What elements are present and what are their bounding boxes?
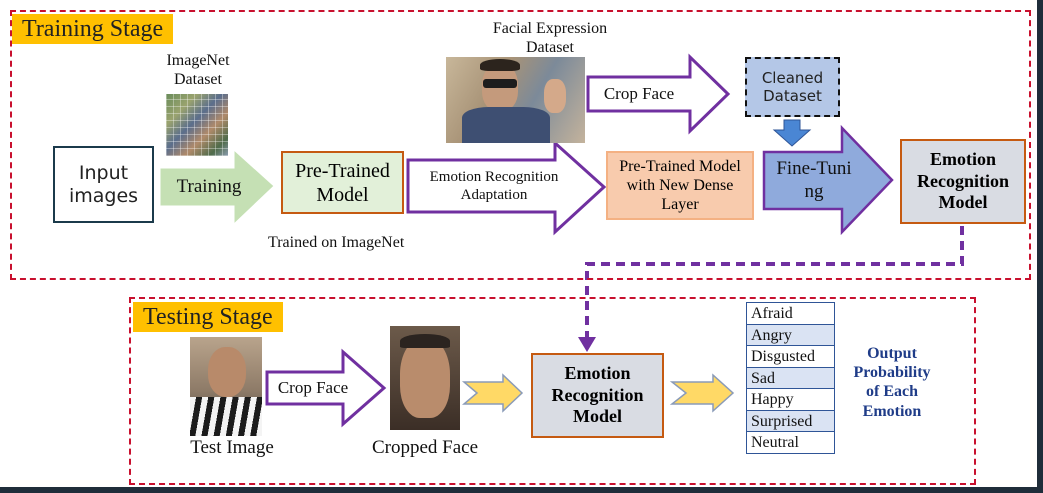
- imagenet-dataset-label: ImageNet Dataset: [166, 52, 230, 89]
- test-image-label: Test Image: [190, 437, 274, 458]
- adaptation-arrow: [406, 139, 607, 236]
- pretrained-model-box: Pre-Trained Model: [281, 151, 404, 214]
- yellow-arrow-2: [669, 373, 735, 413]
- crop-face-training-label: Crop Face: [603, 83, 675, 103]
- test-shirt: [190, 397, 262, 436]
- raised-hand: [544, 79, 566, 113]
- sunglasses: [483, 79, 517, 88]
- crop-face-arrow-testing: [265, 348, 387, 428]
- emotion-model-training-box: Emotion Recognition Model: [900, 139, 1026, 224]
- cleaned-dataset-box: Cleaned Dataset: [745, 57, 840, 117]
- cropped-face-hair: [400, 334, 450, 348]
- emotion-model-testing-label: Emotion Recognition Model: [551, 363, 644, 427]
- emotion-item: Happy: [746, 388, 835, 411]
- cleaned-dataset-label: Cleaned Dataset: [761, 69, 824, 105]
- training-arrow: [159, 148, 275, 226]
- model-transfer-arrowhead: [578, 337, 596, 352]
- testing-stage-frame: [129, 297, 976, 485]
- training-stage-frame: [10, 10, 1031, 280]
- imagenet-thumbnail-grid: [166, 94, 228, 156]
- emotion-model-training-label: Emotion Recognition Model: [917, 149, 1009, 213]
- model-transfer-connector: [585, 226, 964, 338]
- emotion-model-testing-box: Emotion Recognition Model: [531, 353, 664, 438]
- emotion-item: Disgusted: [746, 345, 835, 368]
- fine-tuning-arrow: [762, 124, 894, 236]
- emotion-item: Sad: [746, 366, 835, 389]
- emotion-item: Surprised: [746, 409, 835, 432]
- dense-layer-model-box: Pre-Trained Model with New Dense Layer: [606, 151, 754, 220]
- testing-stage-label: Testing Stage: [133, 302, 283, 332]
- yellow-arrow-1: [461, 373, 524, 413]
- crop-face-arrow-training: [586, 53, 731, 135]
- test-image-photo: [190, 337, 262, 436]
- dense-layer-model-label: Pre-Trained Model with New Dense Layer: [619, 157, 741, 214]
- cleaned-down-arrow: [772, 119, 812, 147]
- emotion-item: Neutral: [746, 431, 835, 454]
- input-images-box: Input images: [53, 146, 154, 223]
- cropped-face-shape: [400, 338, 450, 418]
- emotion-item: Afraid: [746, 302, 835, 325]
- jacket: [462, 107, 550, 143]
- adaptation-arrow-label: Emotion Recognition Adaptation: [429, 169, 559, 203]
- cropped-face-photo: [390, 326, 460, 430]
- crop-face-testing-label: Crop Face: [277, 377, 349, 397]
- emotion-item: Angry: [746, 323, 835, 346]
- test-face: [208, 347, 246, 397]
- training-stage-label: Training Stage: [12, 14, 174, 44]
- fine-tuning-label: Fine-Tuning: [776, 157, 852, 202]
- output-probability-caption: Output Probability of Each Emotion: [853, 345, 931, 420]
- emotion-probability-list: Afraid Angry Disgusted Sad Happy Surpris…: [746, 302, 835, 454]
- facial-expression-photo: [446, 57, 585, 143]
- facial-expression-dataset-label: Facial Expression Dataset: [492, 20, 608, 57]
- training-arrow-label: Training: [176, 175, 242, 197]
- pretrained-model-label: Pre-Trained Model: [295, 159, 390, 206]
- hair: [480, 59, 520, 71]
- cropped-face-label: Cropped Face: [371, 437, 479, 458]
- trained-on-imagenet-label: Trained on ImageNet: [268, 234, 405, 251]
- input-images-label: Input images: [68, 161, 139, 207]
